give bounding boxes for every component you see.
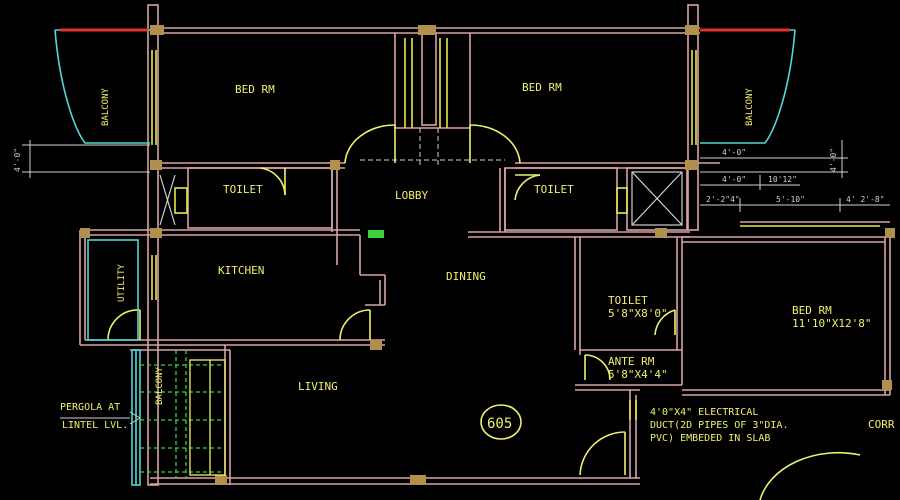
room-label-bed-left: BED RM — [235, 83, 275, 96]
unit-number: 605 — [487, 416, 512, 432]
unit-number-bubble — [480, 404, 522, 440]
room-label-balcony-left-bottom: BALCONY — [155, 366, 165, 405]
lobby-dashed-lines — [360, 128, 505, 165]
room-label-toilet-right: TOILET — [534, 183, 574, 196]
room-size-bed-east: 11'10"X12'8" — [792, 317, 871, 330]
room-label-toilet-left: TOILET — [223, 183, 263, 196]
dim-right-b: 4'-0" — [722, 175, 746, 184]
pergola-note-line1: PERGOLA AT — [60, 402, 120, 413]
room-label-balcony-right-top: BALCONY — [745, 87, 755, 126]
room-size-toilet-mid: 5'8"X8'0" — [608, 307, 668, 320]
green-marker — [368, 230, 384, 238]
column-markers — [80, 25, 895, 485]
dim-right-f: 4' 2'-8" — [846, 195, 885, 204]
dim-right-height: 4'-0" — [829, 148, 838, 172]
room-label-toilet-mid: TOILET — [608, 294, 648, 307]
dimension-labels: 4'-0" 4'-0" 4'-0" 4'-0" 10'12" 2'-2"4" 5… — [13, 148, 885, 204]
duct-note-line1: 4'0"X4" ELECTRICAL — [650, 407, 758, 418]
corridor-label: CORR — [868, 418, 895, 431]
room-label-dining: DINING — [446, 270, 486, 283]
pergola-note-line2: LINTEL LVL. — [62, 420, 128, 431]
windows — [151, 38, 880, 420]
dimension-lines — [22, 140, 890, 425]
shaft — [159, 171, 683, 226]
dim-right-e: 5'-10" — [776, 195, 805, 204]
room-label-kitchen: KITCHEN — [218, 264, 264, 277]
dim-right-d: 2'-2"4" — [706, 195, 740, 204]
room-label-lobby: LOBBY — [395, 189, 428, 202]
pergola-columns — [189, 359, 226, 476]
pergola — [140, 350, 225, 478]
duct-note-line3: PVC) EMBEDED IN SLAB — [650, 433, 770, 444]
room-labels: BED RM BED RM TOILET LOBBY TOILET KITCHE… — [101, 81, 871, 405]
room-label-bed-right: BED RM — [522, 81, 562, 94]
dim-right-a: 4'-0" — [722, 148, 746, 157]
dim-left-height: 4'-0" — [13, 148, 22, 172]
notes: PERGOLA AT LINTEL LVL. 4'0"X4" ELECTRICA… — [60, 402, 895, 444]
room-label-bed-east: BED RM — [792, 304, 832, 317]
dim-right-c: 10'12" — [768, 175, 797, 184]
room-label-balcony-left-top: BALCONY — [101, 87, 111, 126]
room-label-living: LIVING — [298, 380, 338, 393]
room-size-ante: 5'8"X4'4" — [608, 368, 668, 381]
duct-note-line2: DUCT(2D PIPES OF 3"DIA. — [650, 420, 788, 431]
room-label-ante: ANTE RM — [608, 355, 655, 368]
doors — [107, 124, 861, 500]
room-label-utility: UTILITY — [117, 263, 127, 302]
balconies — [54, 29, 796, 486]
